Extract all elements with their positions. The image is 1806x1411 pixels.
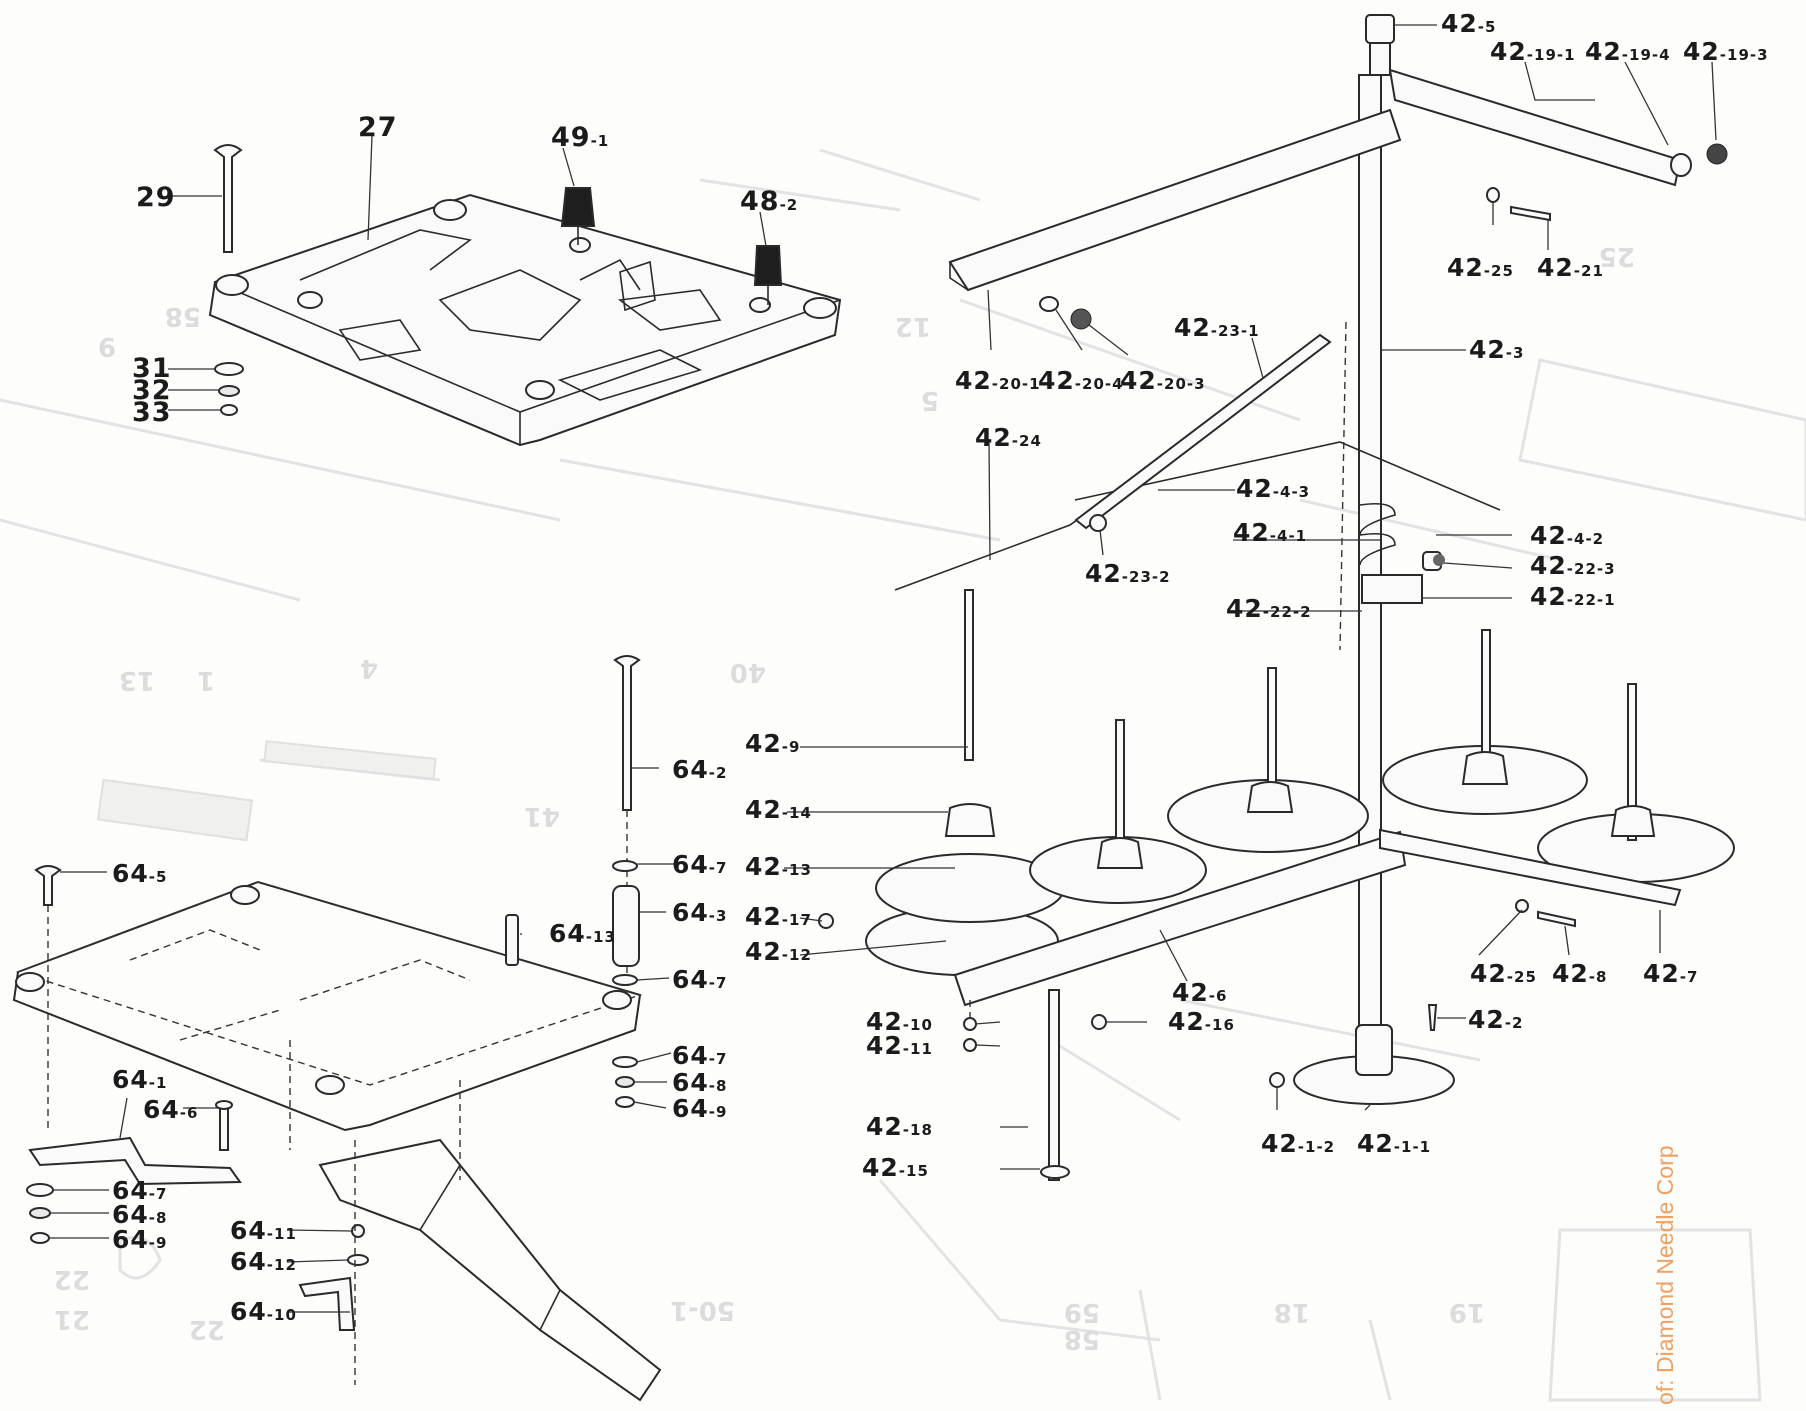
bg-number-25: 25 [1599,241,1635,271]
watermark-credit: of: Diamond Needle Corp [1652,1145,1678,1405]
label-64-9-a: 64-9 [672,1094,727,1123]
label-42-15: 42-15 [862,1153,929,1182]
part-labels: 29 27 49-1 48-2 31 32 33 42-5 42-19-1 42… [112,9,1769,1326]
label-42-25-bottom: 42-25 [1470,959,1537,988]
label-42-20-1: 42-20-1 [955,366,1041,395]
label-42-23-1: 42-23-1 [1174,313,1260,342]
label-42-17: 42-17 [745,902,812,931]
bg-number-22b: 22 [189,1314,225,1344]
label-42-1-2: 42-1-2 [1261,1129,1335,1158]
label-42-22-1: 42-22-1 [1530,582,1616,611]
label-31: 31 [132,353,172,384]
label-42-18: 42-18 [866,1112,933,1141]
bg-number-50-1: 50-1 [670,1295,735,1325]
label-64-9-b: 64-9 [112,1225,167,1254]
label-48-2: 48-2 [740,186,798,217]
label-42-19-1: 42-19-1 [1490,37,1576,66]
bg-number-21: 21 [54,1304,90,1334]
bg-number-41: 41 [524,801,560,831]
label-42-1-1: 42-1-1 [1357,1129,1431,1158]
label-64-12: 64-12 [230,1247,297,1276]
label-64-7-a: 64-7 [672,850,727,879]
label-42-13: 42-13 [745,852,812,881]
bg-number-22a: 22 [54,1264,90,1294]
label-64-13: 64-13 [549,919,616,948]
label-64-10: 64-10 [230,1297,297,1326]
label-42-9: 42-9 [745,729,800,758]
label-29: 29 [136,182,176,213]
label-42-19-3: 42-19-3 [1683,37,1769,66]
label-42-22-2: 42-22-2 [1226,594,1312,623]
thread-stand-drawing [818,14,1735,1181]
label-49-1: 49-1 [551,122,609,153]
bg-number-59: 59 [1064,1297,1100,1327]
label-42-2: 42-2 [1468,1005,1523,1034]
label-33: 33 [132,397,172,428]
label-42-4-2: 42-4-2 [1530,521,1604,550]
label-42-21: 42-21 [1537,253,1604,282]
label-32: 32 [132,375,172,406]
label-64-8-a: 64-8 [672,1068,727,1097]
label-42-14: 42-14 [745,795,812,824]
label-64-7-c: 64-7 [672,1041,727,1070]
label-42-5: 42-5 [1441,9,1496,38]
spool-plates [865,745,1735,976]
label-42-3: 42-3 [1469,335,1524,364]
bg-number-19: 19 [1449,1297,1485,1327]
label-42-24: 42-24 [975,423,1042,452]
label-64-7-b: 64-7 [672,965,727,994]
bg-number-58b: 58 [1064,1324,1100,1354]
label-42-25-top: 42-25 [1447,253,1514,282]
label-42-19-4: 42-19-4 [1585,37,1671,66]
label-42-16: 42-16 [1168,1007,1235,1036]
label-64-2: 64-2 [672,755,727,784]
label-42-7: 42-7 [1643,959,1698,988]
bg-number-40: 40 [730,657,766,687]
label-64-3: 64-3 [672,898,727,927]
bg-number-18: 18 [1274,1297,1310,1327]
base-plate-top-drawing [208,144,842,447]
bg-number-58: 58 [165,301,201,331]
label-64-6: 64-6 [143,1095,198,1124]
bg-number-5: 5 [921,385,939,415]
label-42-12: 42-12 [745,937,812,966]
leader-lines [49,24,1717,1313]
label-42-11: 42-11 [866,1031,933,1060]
bg-number-9: 9 [98,331,116,361]
label-64-5: 64-5 [112,859,167,888]
label-42-20-3: 42-20-3 [1120,366,1206,395]
label-42-10: 42-10 [866,1007,933,1036]
label-42-23-2: 42-23-2 [1085,559,1171,588]
bg-number-1: 1 [197,665,215,695]
label-42-22-3: 42-22-3 [1530,551,1616,580]
bg-number-13: 13 [119,665,155,695]
label-64-7-d: 64-7 [112,1176,167,1205]
label-64-8-b: 64-8 [112,1200,167,1229]
bg-number-12: 12 [895,311,931,341]
label-64-1: 64-1 [112,1065,167,1094]
label-42-20-4: 42-20-4 [1038,366,1124,395]
base-plate-lower-drawing [12,655,662,1402]
label-42-6: 42-6 [1172,978,1227,1007]
label-64-11: 64-11 [230,1216,297,1245]
label-42-4-3: 42-4-3 [1236,474,1310,503]
label-27: 27 [358,112,398,143]
label-42-8: 42-8 [1552,959,1607,988]
bg-number-4: 4 [360,653,378,683]
label-42-4-1: 42-4-1 [1233,518,1307,547]
